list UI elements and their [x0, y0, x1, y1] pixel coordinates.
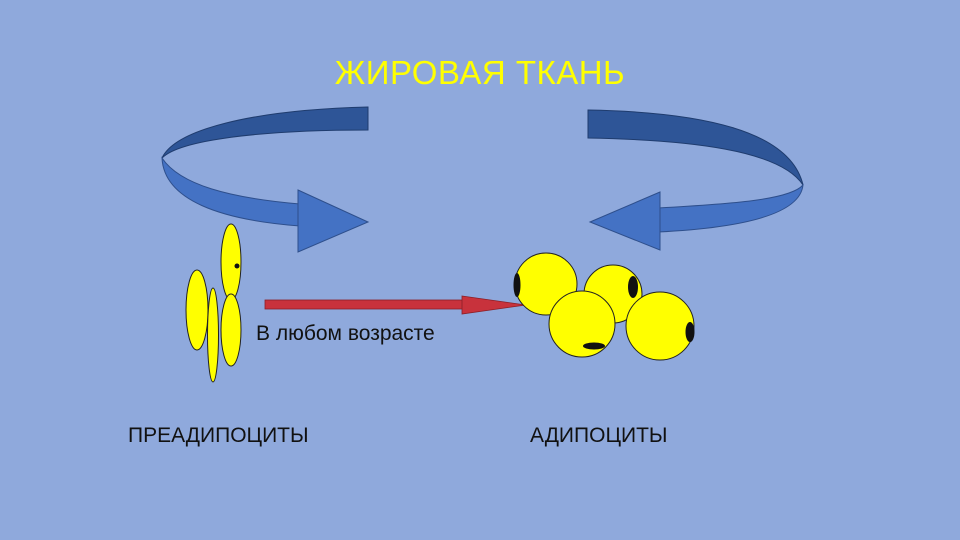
adipocytes-cluster: [513, 252, 695, 361]
right-arc-top-face: [587, 109, 804, 186]
adipocyte-nucleus: [513, 273, 521, 297]
right-curved-arrow: [587, 109, 804, 251]
transition-arrow: [264, 295, 527, 315]
transition-arrow-shaft: [264, 299, 466, 310]
preadipocytes-cluster: [185, 223, 242, 383]
left-arrowhead: [297, 189, 370, 253]
preadipocyte-cell: [220, 293, 242, 367]
preadipocytes-label: ПРЕАДИПОЦИТЫ: [128, 424, 309, 447]
right-arc-front-face: [657, 183, 804, 233]
preadipocyte-cell: [220, 223, 242, 301]
left-arc-front-face: [161, 156, 301, 227]
transition-arrowhead: [461, 295, 527, 315]
adipocyte-nucleus: [685, 322, 695, 342]
adipocytes-label: АДИПОЦИТЫ: [530, 424, 668, 447]
adipocyte-nucleus: [583, 342, 605, 350]
right-arrowhead: [588, 191, 661, 251]
transition-label: В любом возрасте: [256, 322, 435, 345]
preadipocyte-cell: [185, 269, 209, 351]
preadipocyte-nucleus: [234, 263, 240, 269]
preadipocyte-cell: [207, 287, 219, 383]
adipocyte-cell: [625, 291, 695, 361]
diagram-title: ЖИРОВАЯ ТКАНЬ: [334, 54, 626, 91]
left-curved-arrow: [161, 106, 370, 253]
adipocyte-nucleus: [628, 276, 638, 298]
adipocyte-cell: [548, 290, 616, 358]
left-arc-top-face: [161, 106, 369, 159]
